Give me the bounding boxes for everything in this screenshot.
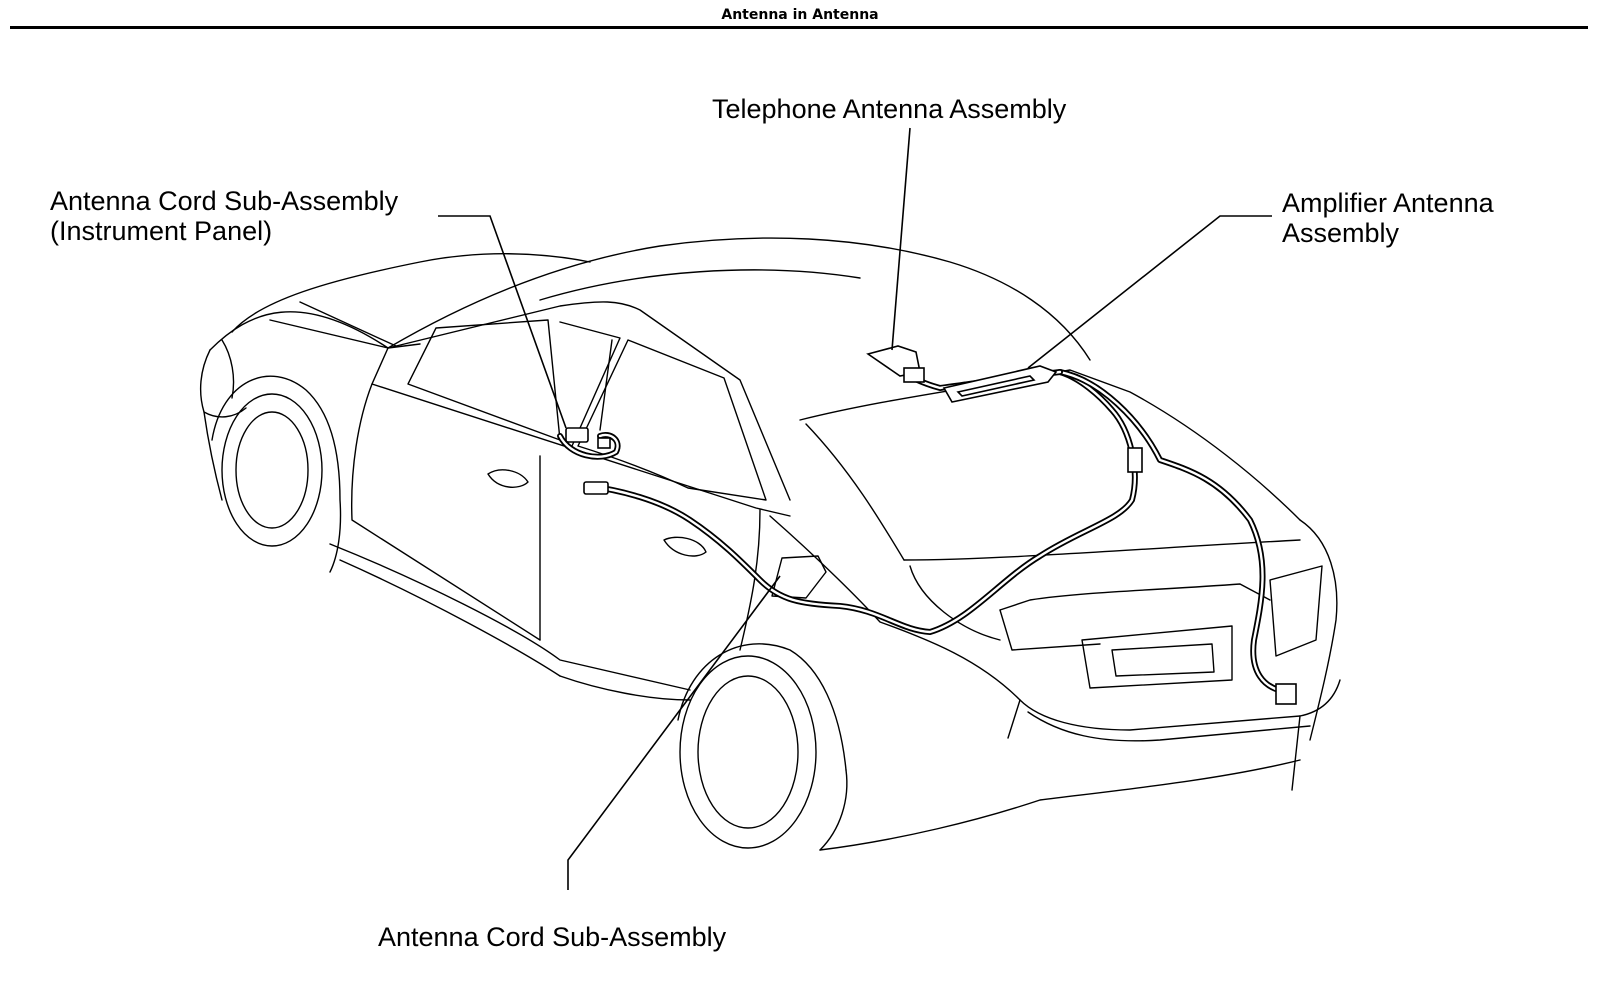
connector-ip (565, 427, 589, 443)
amplifier-label-line2: Assembly (1282, 218, 1400, 248)
car-outline (199, 237, 1341, 851)
antenna-harness (557, 345, 1297, 705)
telephone-antenna-label: Telephone Antenna Assembly (712, 94, 1067, 124)
page-title: Antenna in Antenna (721, 7, 879, 23)
connector-bumper (1275, 683, 1297, 705)
amplifier-label-line1: Amplifier Antenna (1282, 188, 1494, 218)
leader-lines (438, 127, 1272, 890)
leader-cord-sub (567, 575, 781, 890)
leader-cord-ip (438, 215, 567, 429)
connector-door (583, 481, 609, 495)
leader-telephone (891, 127, 911, 351)
cord-ip-label-line1: Antenna Cord Sub-Assembly (50, 186, 399, 216)
cord-sub-label: Antenna Cord Sub-Assembly (378, 922, 727, 952)
connector-trunk (1127, 447, 1143, 473)
cord-ip-label-line2: (Instrument Panel) (50, 216, 273, 246)
header-rule (10, 26, 1588, 29)
leader-amplifier (1027, 215, 1272, 369)
